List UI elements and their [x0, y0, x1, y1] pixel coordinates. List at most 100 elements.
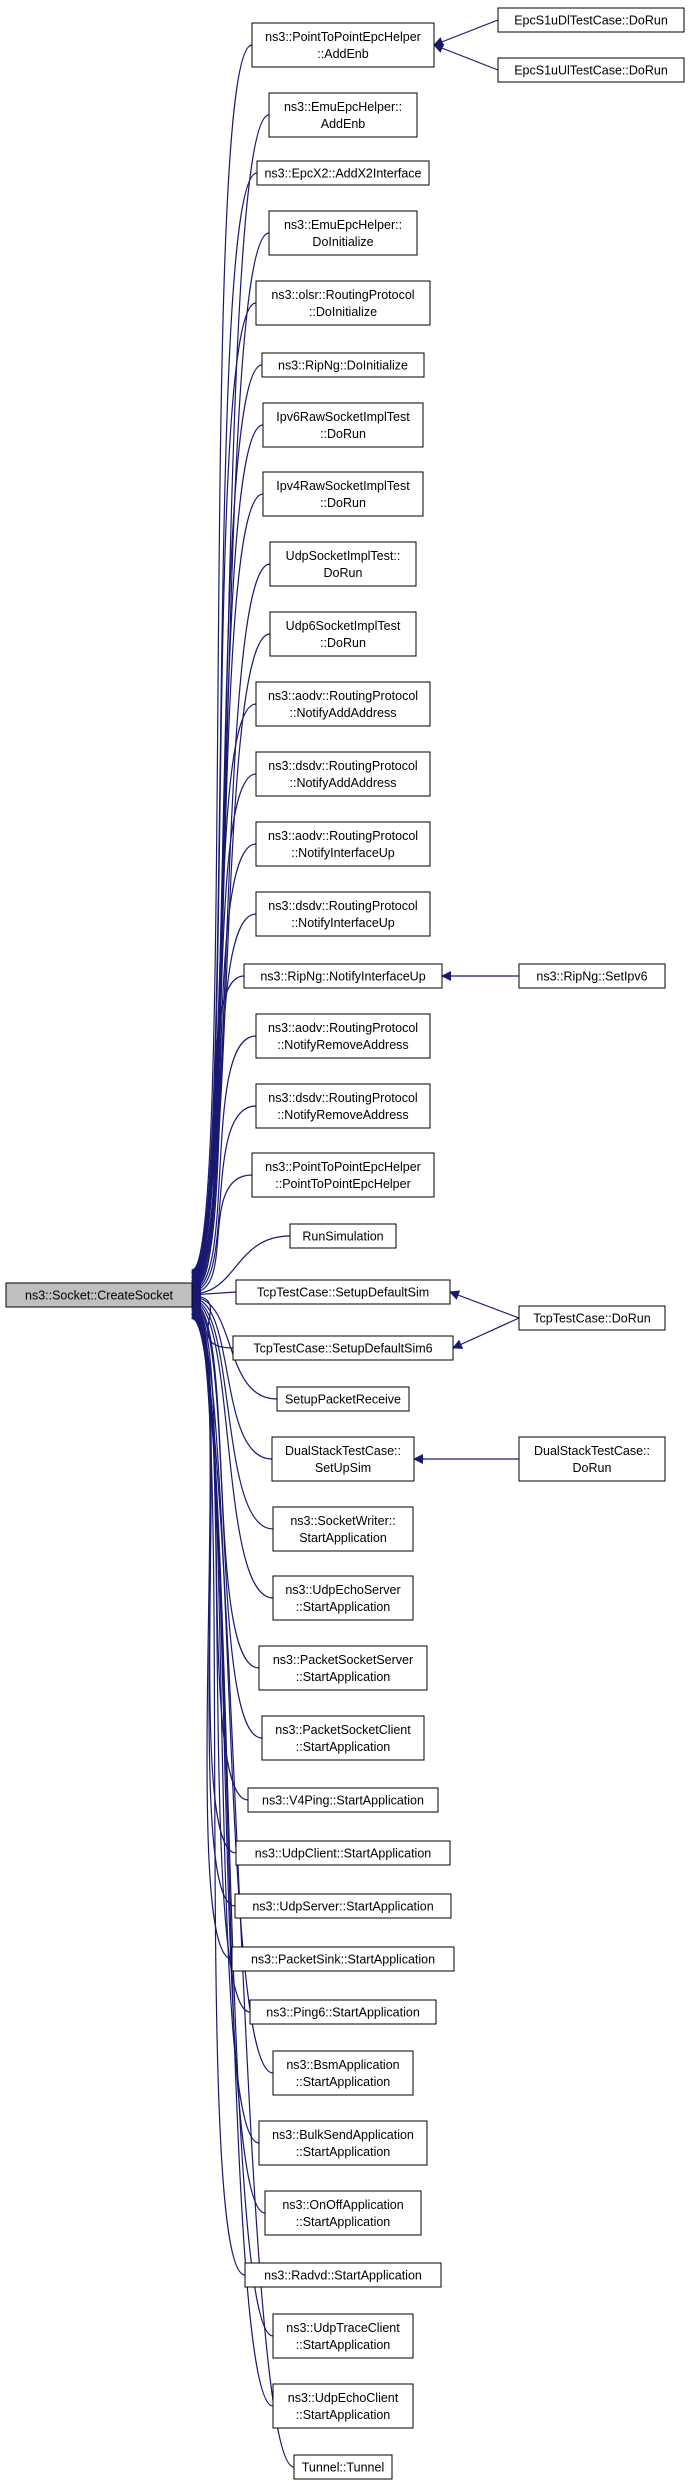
node-epcs1u-ul[interactable]: EpcS1uUlTestCase::DoRun: [497, 57, 685, 83]
node-box: [518, 1305, 666, 1331]
node-bsm-start[interactable]: ns3::BsmApplication::StartApplication: [272, 2050, 414, 2096]
node-udp6sock-dorun[interactable]: Udp6SocketImplTest::DoRun: [269, 611, 417, 657]
node-ripng-setipv6[interactable]: ns3::RipNg::SetIpv6: [518, 963, 666, 989]
node-p2p-addenb[interactable]: ns3::PointToPointEpcHelper::AddEnb: [251, 22, 435, 68]
node-packetsink-start[interactable]: ns3::PacketSink::StartApplication: [231, 1946, 455, 1972]
node-label: ::StartApplication: [296, 2408, 391, 2422]
node-tcp-setupsim6[interactable]: TcpTestCase::SetupDefaultSim6: [232, 1335, 454, 1361]
node-epcs1u-dl[interactable]: EpcS1uDlTestCase::DoRun: [497, 7, 685, 33]
node-udpclient-start[interactable]: ns3::UdpClient::StartApplication: [235, 1840, 451, 1866]
node-box: [255, 280, 431, 326]
node-label: ns3::V4Ping::StartApplication: [262, 1793, 424, 1807]
node-setuppacketrecv[interactable]: SetupPacketReceive: [276, 1386, 410, 1412]
node-pktsockserver-start[interactable]: ns3::PacketSocketServer::StartApplicatio…: [258, 1645, 428, 1691]
node-label: ::NotifyInterfaceUp: [291, 846, 395, 860]
node-tcp-setupsim[interactable]: TcpTestCase::SetupDefaultSim: [235, 1279, 451, 1305]
node-p2p-ctor[interactable]: ns3::PointToPointEpcHelper::PointToPoint…: [251, 1152, 435, 1198]
node-aodv-notifyup[interactable]: ns3::aodv::RoutingProtocol::NotifyInterf…: [255, 821, 431, 867]
call-edges: [191, 19, 520, 2468]
node-dualstack-setup[interactable]: DualStackTestCase::SetUpSim: [271, 1436, 415, 1482]
node-box: [258, 2120, 428, 2166]
node-ping6-start[interactable]: ns3::Ping6::StartApplication: [249, 1999, 437, 2025]
node-tcp-dorun[interactable]: TcpTestCase::DoRun: [518, 1305, 666, 1331]
node-label: Tunnel::Tunnel: [302, 2460, 384, 2474]
node-label: ::StartApplication: [296, 2338, 391, 2352]
edge-dsdv-notifyadd: [191, 773, 257, 1290]
node-box: [255, 891, 431, 937]
node-box: [261, 1715, 425, 1761]
edge-tcp-dorun-tcp-setupsim: [449, 1290, 520, 1319]
node-tunnel[interactable]: Tunnel::Tunnel: [293, 2454, 393, 2480]
node-box: [251, 1152, 435, 1198]
edge-udptrace-start: [191, 1311, 274, 2337]
node-label: ns3::UdpEchoClient: [288, 2391, 399, 2405]
node-label: DoRun: [573, 1461, 612, 1475]
node-bulksend-start[interactable]: ns3::BulkSendApplication::StartApplicati…: [258, 2120, 428, 2166]
node-label: ns3::Radvd::StartApplication: [264, 2268, 422, 2282]
node-onoff-start[interactable]: ns3::OnOffApplication::StartApplication: [264, 2190, 422, 2236]
node-label: ::StartApplication: [296, 2075, 391, 2089]
node-sockwriter-start[interactable]: ns3::SocketWriter::StartApplication: [272, 1506, 414, 1552]
node-label: ns3::dsdv::RoutingProtocol: [268, 759, 417, 773]
node-label: ns3::UdpServer::StartApplication: [252, 1899, 433, 1913]
node-label: ns3::RipNg::DoInitialize: [278, 358, 408, 372]
node-label: ns3::PacketSink::StartApplication: [251, 1952, 435, 1966]
edge-udpsock-dorun: [191, 563, 271, 1286]
node-label: ns3::PointToPointEpcHelper: [265, 1160, 421, 1174]
node-emu-doinit[interactable]: ns3::EmuEpcHelper::DoInitialize: [268, 210, 418, 256]
node-udpserver-start[interactable]: ns3::UdpServer::StartApplication: [234, 1893, 452, 1919]
edge-radvd-start: [191, 1309, 246, 2276]
node-aodv-notifyrm[interactable]: ns3::aodv::RoutingProtocol::NotifyRemove…: [255, 1013, 431, 1059]
node-label: ::StartApplication: [296, 1670, 391, 1684]
node-label: ::StartApplication: [296, 2145, 391, 2159]
node-box: [518, 963, 666, 989]
node-runsim[interactable]: RunSimulation: [289, 1223, 397, 1249]
node-label: SetupPacketReceive: [285, 1392, 401, 1406]
node-ipv6raw-dorun[interactable]: Ipv6RawSocketImplTest::DoRun: [262, 402, 424, 448]
node-box: [249, 1999, 437, 2025]
node-dualstack-dorun[interactable]: DualStackTestCase::DoRun: [518, 1436, 666, 1482]
node-label: DoRun: [324, 566, 363, 580]
node-box: [231, 1946, 455, 1972]
node-udptrace-start[interactable]: ns3::UdpTraceClient::StartApplication: [272, 2313, 414, 2359]
node-box: [262, 402, 424, 448]
node-dsdv-notifyadd[interactable]: ns3::dsdv::RoutingProtocol::NotifyAddAdd…: [255, 751, 431, 797]
node-box: [255, 751, 431, 797]
node-epcx2-addx2[interactable]: ns3::EpcX2::AddX2Interface: [256, 160, 430, 186]
node-createsocket[interactable]: ns3::Socket::CreateSocket: [5, 1282, 193, 1308]
edge-dsdv-notifyrm: [191, 1105, 257, 1297]
node-label: ::NotifyAddAddress: [290, 706, 397, 720]
node-label: DoInitialize: [312, 235, 373, 249]
node-ripng-notifyup[interactable]: ns3::RipNg::NotifyInterfaceUp: [243, 963, 443, 989]
node-box: [271, 1436, 415, 1482]
node-dsdv-notifyup[interactable]: ns3::dsdv::RoutingProtocol::NotifyInterf…: [255, 891, 431, 937]
node-box: [235, 1279, 451, 1305]
edge-onoff-start: [191, 1308, 266, 2214]
edge-ripng-notifyup: [191, 975, 245, 1294]
node-box: [244, 2262, 442, 2288]
node-label: ns3::Socket::CreateSocket: [25, 1288, 174, 1302]
node-olsr-doinit[interactable]: ns3::olsr::RoutingProtocol::DoInitialize: [255, 280, 431, 326]
node-box: [234, 1893, 452, 1919]
node-aodv-notifyadd[interactable]: ns3::aodv::RoutingProtocol::NotifyAddAdd…: [255, 681, 431, 727]
node-box: [276, 1386, 410, 1412]
node-pktsockclient-start[interactable]: ns3::PacketSocketClient::StartApplicatio…: [261, 1715, 425, 1761]
node-udpsock-dorun[interactable]: UdpSocketImplTest::DoRun: [269, 541, 417, 587]
node-label: ::NotifyRemoveAddress: [277, 1108, 408, 1122]
node-box: [232, 1335, 454, 1361]
node-v4ping-start[interactable]: ns3::V4Ping::StartApplication: [247, 1787, 439, 1813]
node-udpechoclient-start[interactable]: ns3::UdpEchoClient::StartApplication: [272, 2383, 414, 2429]
node-dsdv-notifyrm[interactable]: ns3::dsdv::RoutingProtocol::NotifyRemove…: [255, 1083, 431, 1129]
node-emu-addenb[interactable]: ns3::EmuEpcHelper::AddEnb: [268, 92, 418, 138]
node-udpechoserver-start[interactable]: ns3::UdpEchoServer::StartApplication: [272, 1575, 414, 1621]
node-box: [255, 821, 431, 867]
node-ipv4raw-dorun[interactable]: Ipv4RawSocketImplTest::DoRun: [262, 471, 424, 517]
node-label: ::PointToPointEpcHelper: [275, 1177, 411, 1191]
node-label: ::AddEnb: [317, 47, 368, 61]
node-label: ns3::EmuEpcHelper::: [284, 218, 402, 232]
node-ripng-doinit[interactable]: ns3::RipNg::DoInitialize: [261, 352, 425, 378]
edge-dualstack-setup: [191, 1293, 273, 1460]
node-radvd-start[interactable]: ns3::Radvd::StartApplication: [244, 2262, 442, 2288]
edge-setuppacketrecv: [191, 1292, 278, 1400]
